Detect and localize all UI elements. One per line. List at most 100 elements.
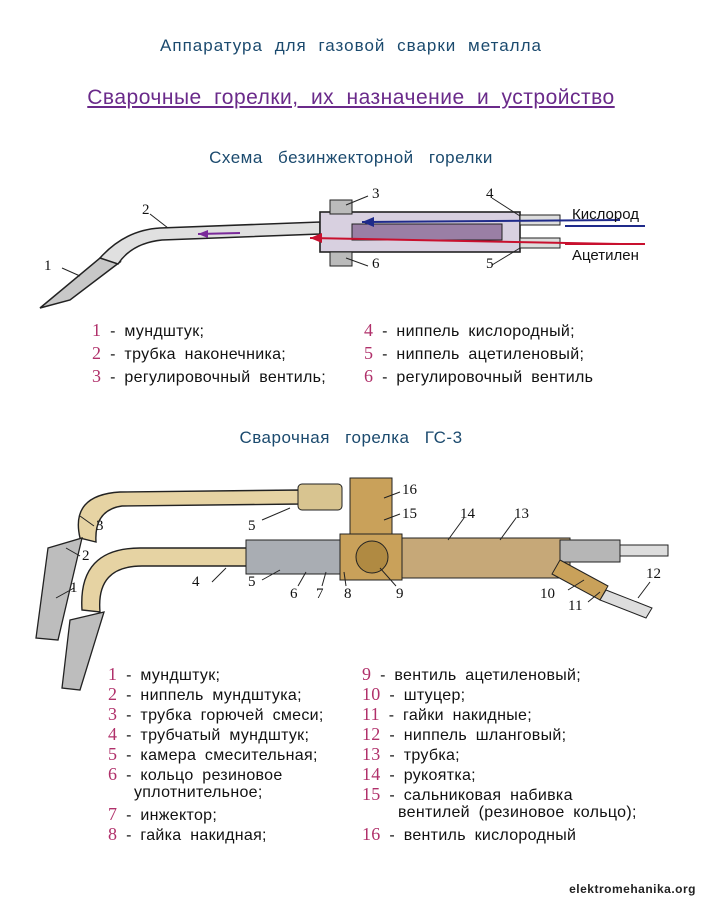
gs3-callout-14: 14 xyxy=(460,506,475,522)
legend1-item-2: 2 - трубка наконечника; xyxy=(92,343,287,363)
gs3-callout-15: 15 xyxy=(402,506,417,522)
gs3-callout-3: 3 xyxy=(96,518,104,534)
torch1-valve-top xyxy=(329,199,353,215)
legend2-right-item: 10 - штуцер; xyxy=(362,684,466,704)
gs3-mouthpiece-1 xyxy=(35,537,83,641)
leader-3 xyxy=(345,195,369,206)
torch1-valve-bottom xyxy=(329,251,353,267)
leader-g2 xyxy=(65,547,81,557)
callout-1: 1 xyxy=(44,258,52,274)
legend2-left-item: 5 - камера смесительная; xyxy=(108,744,318,764)
torch1-mouthpiece xyxy=(39,257,122,309)
leader-6 xyxy=(345,257,369,267)
gs3-callout-2: 2 xyxy=(82,548,90,564)
legend2-left-item-continuation: уплотнительное; xyxy=(134,784,263,801)
legend2-left-item: 2 - ниппель мундштука; xyxy=(108,684,302,704)
leader-g5b xyxy=(261,569,281,581)
legend2-right-item-continuation: вентилей (резиновое кольцо); xyxy=(398,804,637,821)
acetylene-flow-arrowhead xyxy=(310,233,322,243)
acetylene-label: Ацетилен xyxy=(572,247,639,264)
legend1-item-6: 6 - регулировочный вентиль xyxy=(364,366,594,386)
callout-2: 2 xyxy=(142,202,150,218)
leader-g10 xyxy=(567,579,585,591)
gs3-callout-5b: 5 xyxy=(248,574,256,590)
legend2-right-item: 14 - рукоятка; xyxy=(362,764,476,784)
gs3-callout-11: 11 xyxy=(568,598,583,614)
legend1-item-1: 1 - мундштук; xyxy=(92,320,205,340)
legend2-right-item: 13 - трубка; xyxy=(362,744,460,764)
legend2-right-item: 12 - ниппель шланговый; xyxy=(362,724,567,744)
leader-g8 xyxy=(343,571,347,587)
gs3-callout-4: 4 xyxy=(192,574,200,590)
callout-3: 3 xyxy=(372,186,380,202)
legend2-left-item: 8 - гайка накидная; xyxy=(108,824,267,844)
gs3-callout-16: 16 xyxy=(402,482,417,498)
gs3-callout-7: 7 xyxy=(316,586,324,602)
leader-1 xyxy=(61,267,81,277)
gs3-hose-nipple-lower xyxy=(599,589,653,619)
callout-4: 4 xyxy=(486,186,494,202)
oxygen-flow-line xyxy=(361,219,621,223)
mix-flow-arrowhead xyxy=(198,230,208,238)
leader-g1 xyxy=(55,587,75,599)
torch1-inner-chamber xyxy=(351,223,503,241)
gs3-lower-tube xyxy=(81,547,251,613)
gs3-hose-nipple-upper xyxy=(619,544,669,557)
section2-heading: Сварочная горелка ГС-3 xyxy=(239,428,463,447)
leader-g5a xyxy=(261,507,291,521)
leader-g15 xyxy=(383,513,401,521)
leader-g14 xyxy=(447,517,465,541)
leader-5 xyxy=(491,247,521,266)
legend2-left-item: 1 - мундштук; xyxy=(108,664,221,684)
legend2-left-item: 3 - трубка горючей смеси; xyxy=(108,704,324,724)
legend2-right-item: 16 - вентиль кислородный xyxy=(362,824,577,844)
gs3-callout-5a: 5 xyxy=(248,518,256,534)
diagram-gs3-torch xyxy=(35,477,669,691)
callout-6: 6 xyxy=(372,256,380,272)
leader-g6 xyxy=(297,571,307,587)
leader-g13 xyxy=(499,517,517,541)
gs3-callout-6: 6 xyxy=(290,586,298,602)
leader-g11 xyxy=(587,591,601,603)
legend1-item-3: 3 - регулировочный вентиль; xyxy=(92,366,327,386)
gs3-callout-9: 9 xyxy=(396,586,404,602)
gs3-upper-tube xyxy=(77,489,301,543)
page-title: Аппаратура для газовой сварки металла xyxy=(160,36,542,55)
gs3-handle xyxy=(401,537,571,579)
leader-g3 xyxy=(79,515,95,527)
leader-g16 xyxy=(383,491,401,499)
legend1-item-4: 4 - ниппель кислородный; xyxy=(364,320,575,340)
page-subtitle: Сварочные горелки, их назначение и устро… xyxy=(87,86,615,109)
leader-g12 xyxy=(637,581,651,599)
callout-5: 5 xyxy=(486,256,494,272)
gs3-callout-8: 8 xyxy=(344,586,352,602)
gs3-callout-1: 1 xyxy=(70,580,78,596)
legend2-left-item: 4 - трубчатый мундштук; xyxy=(108,724,310,744)
leader-g4 xyxy=(211,567,227,583)
legend2-left-item: 6 - кольцо резиновое xyxy=(108,764,283,784)
gs3-mouthpiece-2 xyxy=(61,611,105,691)
legend2-right-item: 15 - сальниковая набивка xyxy=(362,784,573,804)
gs3-oxygen-valve xyxy=(349,477,393,535)
gs3-mixing-chamber xyxy=(245,539,343,575)
gs3-upper-tube-end xyxy=(297,483,343,511)
gs3-acetylene-valve xyxy=(355,540,389,574)
leader-g9 xyxy=(379,567,397,587)
gs3-callout-12: 12 xyxy=(646,566,661,582)
section1-heading: Схема безинжекторной горелки xyxy=(209,148,493,167)
leader-2 xyxy=(149,213,169,229)
gs3-handle-tube xyxy=(559,539,621,563)
gs3-side-fitting xyxy=(551,559,609,601)
gs3-callout-10: 10 xyxy=(540,586,555,602)
oxygen-flow-arrowhead xyxy=(362,217,374,227)
legend2-left-item: 7 - инжектор; xyxy=(108,804,218,824)
gs3-callout-13: 13 xyxy=(514,506,529,522)
legend1-item-5: 5 - ниппель ацетиленовый; xyxy=(364,343,585,363)
leader-4 xyxy=(491,197,521,217)
footer-watermark: elektromehanika.org xyxy=(569,882,696,896)
legend2-right-item: 9 - вентиль ацетиленовый; xyxy=(362,664,582,684)
legend2-right-item: 11 - гайки накидные; xyxy=(362,704,532,724)
leader-g7 xyxy=(321,571,327,587)
oxygen-label: Кислород xyxy=(572,206,639,223)
